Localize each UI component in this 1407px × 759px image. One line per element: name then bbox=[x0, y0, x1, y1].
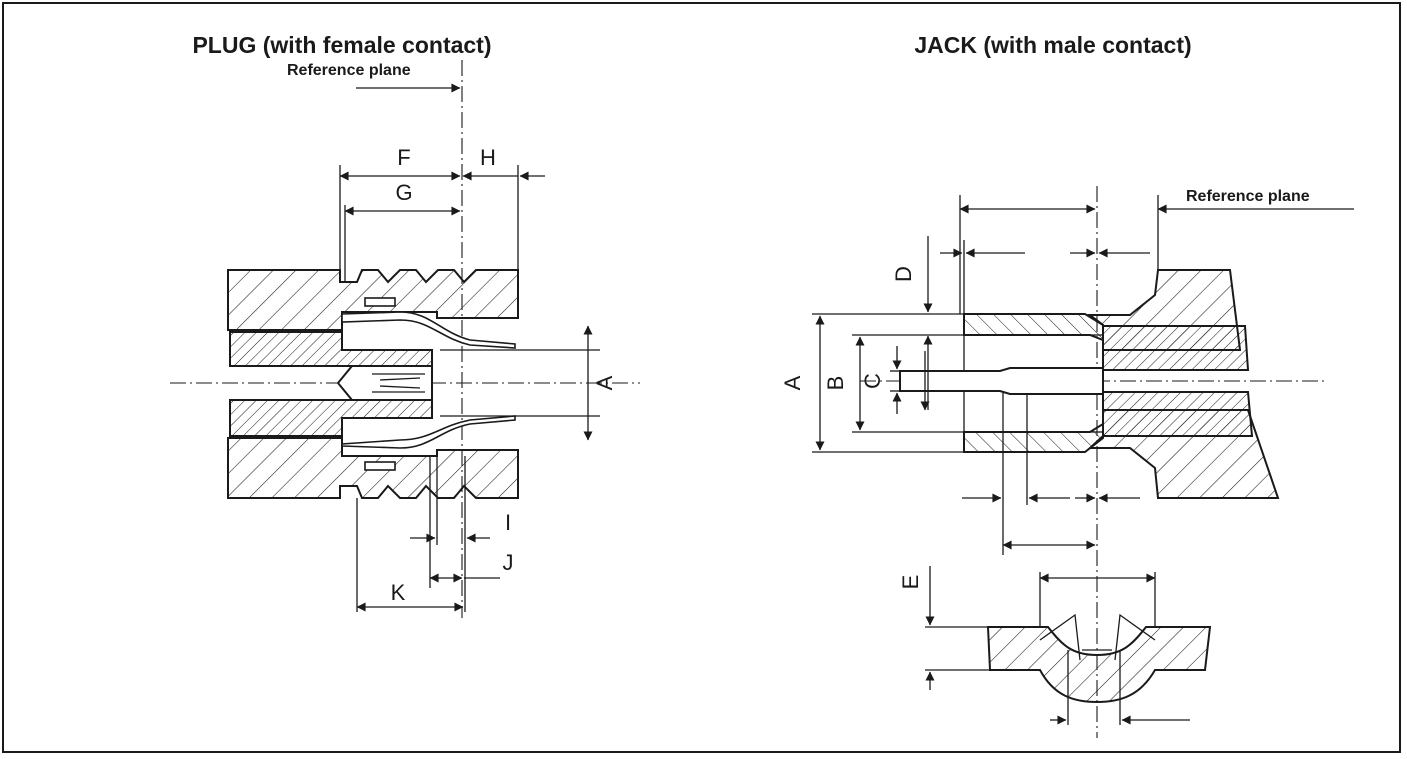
jack-drawing: Reference plane D A B C bbox=[780, 186, 1354, 738]
jack-dim-B-label: B bbox=[823, 376, 848, 391]
plug-dielectric-bottom bbox=[229, 399, 433, 437]
plug-spring-finger-top bbox=[341, 311, 516, 349]
jack-dim-D-label: D bbox=[891, 266, 916, 282]
plug-dim-F-label: F bbox=[397, 145, 410, 170]
jack-outer-sleeve-bottom bbox=[963, 422, 1104, 453]
plug-drawing: A Reference plane F G H I J K bbox=[170, 60, 640, 618]
jack-male-pin bbox=[899, 367, 1104, 395]
plug-slot-top bbox=[364, 297, 396, 307]
plug-dim-I-label: I bbox=[505, 510, 511, 535]
plug-dim-K-label: K bbox=[391, 580, 406, 605]
jack-dim-A-label: A bbox=[780, 375, 805, 390]
jack-reference-plane-label: Reference plane bbox=[1186, 188, 1310, 205]
plug-dim-A-label: A bbox=[592, 375, 617, 390]
plug-dim-H-label: H bbox=[480, 145, 496, 170]
plug-dielectric-top bbox=[229, 331, 433, 367]
plug-slot-bottom bbox=[364, 461, 396, 471]
jack-title: JACK (with male contact) bbox=[914, 32, 1191, 58]
plug-dim-G-label: G bbox=[395, 180, 412, 205]
plug-title: PLUG (with female contact) bbox=[192, 32, 491, 58]
jack-dielectric-bottom bbox=[1102, 391, 1254, 437]
plug-female-contact bbox=[336, 365, 433, 401]
jack-dim-C-label: C bbox=[860, 373, 885, 389]
jack-outer-sleeve-top bbox=[963, 313, 1104, 342]
plug-reference-plane-label: Reference plane bbox=[287, 62, 411, 79]
jack-dielectric-top bbox=[1102, 325, 1250, 371]
jack-dim-E-label: E bbox=[898, 575, 923, 590]
plug-spring-finger-bottom bbox=[341, 415, 516, 449]
jack-detail-section bbox=[986, 626, 1212, 704]
plug-dim-J-label: J bbox=[503, 550, 514, 575]
